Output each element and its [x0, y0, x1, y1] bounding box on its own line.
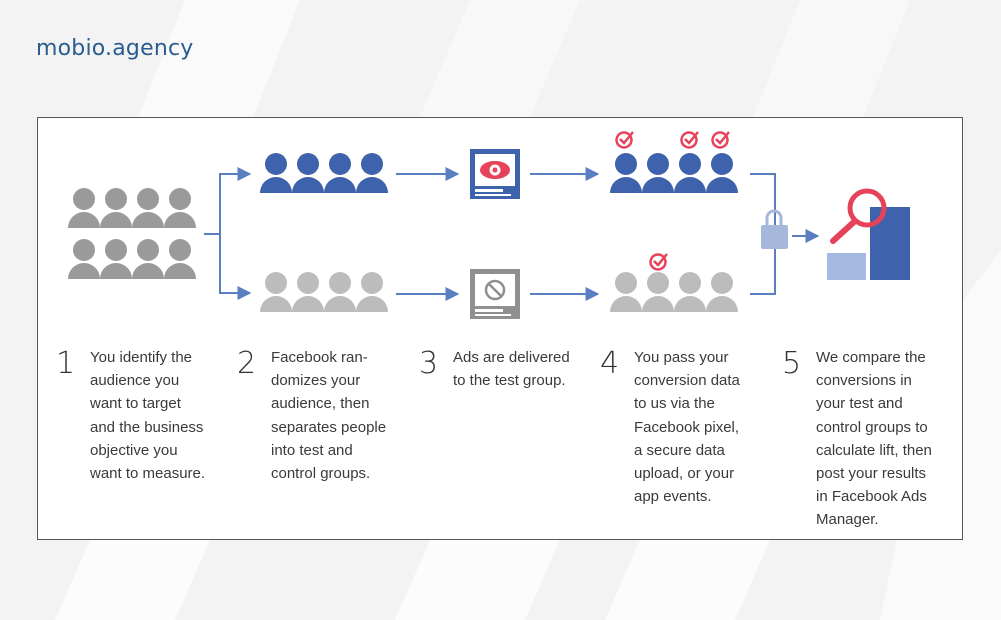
ad-blocked-icon: [470, 269, 520, 319]
audience-group-icon: [68, 188, 196, 279]
step-text: Facebook ran- domizes your audience, the…: [271, 349, 387, 483]
lock-icon: [761, 209, 788, 249]
step-number: 3: [419, 346, 439, 381]
test-group-icon: [260, 153, 388, 193]
brand-logo: mobio.agency: [36, 36, 194, 61]
step-text: You identify the audience you want to ta…: [90, 349, 206, 483]
converted-control-icon: [610, 253, 738, 312]
converted-test-icon: [610, 131, 738, 193]
lift-chart-icon: [827, 188, 910, 280]
ad-eye-icon: [470, 149, 520, 199]
step-text: We compare the conversions in your test …: [816, 349, 932, 529]
split-connector: [204, 167, 252, 300]
control-group-icon: [260, 272, 388, 312]
step-number: 1: [56, 346, 76, 381]
diagram-card: 1 You identify the audience you want to …: [37, 117, 963, 540]
step-text: You pass your conversion data to us via …: [634, 349, 740, 506]
step-number: 4: [600, 346, 620, 381]
lift-test-diagram: [68, 131, 910, 319]
step-text: Ads are delivered to the test group.: [453, 349, 570, 390]
step-number: 2: [237, 346, 257, 381]
step-number: 5: [782, 346, 802, 381]
